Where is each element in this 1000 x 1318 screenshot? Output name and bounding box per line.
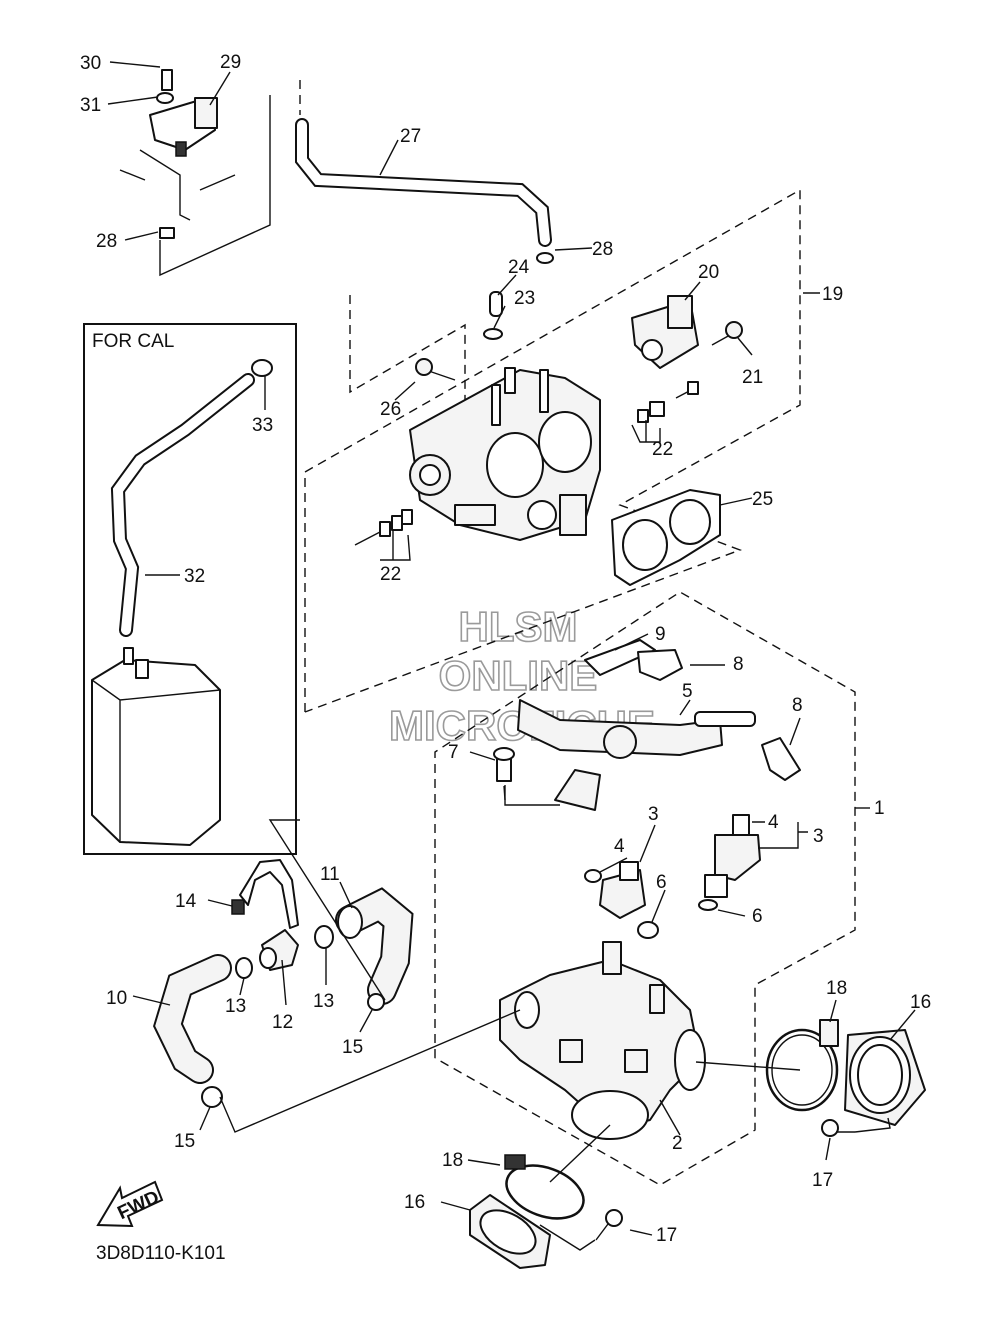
diagram-code: 3D8D110-K101 bbox=[96, 1243, 226, 1264]
callout-2: 2 bbox=[672, 1133, 683, 1154]
callout-24: 24 bbox=[508, 257, 530, 278]
callout-15-right: 15 bbox=[342, 1037, 363, 1058]
callout-4-left: 4 bbox=[614, 836, 625, 857]
callout-31: 31 bbox=[80, 95, 101, 116]
clip-13-left bbox=[235, 957, 253, 979]
callout-8-right: 8 bbox=[792, 695, 803, 716]
sensor-bracket-boundary bbox=[159, 95, 271, 277]
fitting-12 bbox=[259, 929, 299, 971]
screws-22-left bbox=[354, 509, 413, 546]
throttle-body bbox=[409, 367, 601, 541]
callout-21: 21 bbox=[742, 367, 763, 388]
callout-18-bottom: 18 bbox=[442, 1150, 463, 1171]
callout-7: 7 bbox=[448, 742, 459, 763]
hose-32 bbox=[110, 373, 255, 637]
fuel-rail-5 bbox=[517, 699, 756, 811]
hose-11 bbox=[335, 887, 414, 1005]
callout-11: 11 bbox=[320, 864, 340, 885]
callout-19: 19 bbox=[822, 284, 843, 305]
screw-17-bottom bbox=[595, 1209, 623, 1241]
inset-title: FOR CAL bbox=[92, 331, 174, 352]
screws-22-right bbox=[637, 381, 699, 423]
callout-8-top: 8 bbox=[733, 654, 744, 675]
callout-13-right: 13 bbox=[313, 991, 334, 1012]
clip-8-top bbox=[637, 649, 683, 681]
seal-6-left bbox=[637, 921, 659, 939]
callout-22-left: 22 bbox=[380, 564, 401, 585]
for-cal-inset-box bbox=[83, 323, 297, 855]
callout-20: 20 bbox=[698, 262, 719, 283]
watermark-line1: HLSM bbox=[459, 603, 578, 650]
callout-1: 1 bbox=[874, 798, 885, 819]
clip-13-right bbox=[314, 925, 334, 949]
clamp-18-bottom bbox=[504, 1154, 585, 1220]
watermark-line2: ONLINE bbox=[439, 652, 598, 699]
callout-14: 14 bbox=[175, 891, 197, 912]
clip-28 bbox=[536, 252, 554, 264]
gasket-25 bbox=[611, 489, 721, 586]
clamp-18-right bbox=[765, 1019, 839, 1112]
callout-4-right: 4 bbox=[768, 812, 779, 833]
callout-16-bottom: 16 bbox=[404, 1192, 425, 1213]
hose-10 bbox=[153, 954, 232, 1084]
callout-28: 28 bbox=[592, 239, 613, 260]
callout-3-left: 3 bbox=[648, 804, 659, 825]
clip-33 bbox=[251, 359, 273, 377]
callout-18-right: 18 bbox=[826, 978, 847, 999]
callout-3-right: 3 bbox=[813, 826, 824, 847]
bracket-14 bbox=[231, 859, 299, 929]
group-boundary-19-step bbox=[349, 295, 466, 410]
group-boundary-19 bbox=[304, 188, 801, 713]
joint-16-bottom bbox=[469, 1194, 551, 1269]
callout-5: 5 bbox=[682, 681, 693, 702]
callout-9: 9 bbox=[655, 624, 666, 645]
callout-6-right: 6 bbox=[752, 906, 763, 927]
screw-26 bbox=[415, 358, 456, 381]
callout-22-right: 22 bbox=[652, 439, 673, 460]
callout-25: 25 bbox=[752, 489, 773, 510]
callout-32: 32 bbox=[184, 566, 205, 587]
o-ring-4 bbox=[584, 869, 602, 883]
pressure-sensor-29 bbox=[119, 69, 236, 221]
injector-3-left bbox=[599, 861, 646, 919]
callout-30: 30 bbox=[80, 53, 101, 74]
group-boundary-1 bbox=[434, 591, 856, 1186]
callout-12: 12 bbox=[272, 1012, 293, 1033]
injector-3-right bbox=[704, 814, 761, 898]
callout-27: 27 bbox=[400, 126, 421, 147]
intake-manifold-2 bbox=[499, 941, 706, 1140]
callout-16-right: 16 bbox=[910, 992, 931, 1013]
callout-23: 23 bbox=[514, 288, 535, 309]
callout-28-top: 28 bbox=[96, 231, 117, 252]
fwd-arrow-icon: FWD bbox=[96, 1180, 164, 1228]
callout-26: 26 bbox=[380, 399, 401, 420]
screw-7 bbox=[493, 747, 515, 782]
callout-17-right: 17 bbox=[812, 1170, 833, 1191]
callout-6-left: 6 bbox=[656, 872, 667, 893]
callout-29: 29 bbox=[220, 52, 241, 73]
callout-33: 33 bbox=[252, 415, 273, 436]
screw-17-right bbox=[821, 1119, 855, 1137]
callout-10: 10 bbox=[106, 988, 127, 1009]
hose-24 bbox=[489, 291, 503, 317]
clip-8-right bbox=[761, 737, 801, 781]
screw-21 bbox=[711, 321, 743, 346]
canister bbox=[91, 647, 221, 846]
clip-15-left bbox=[201, 1086, 223, 1108]
joint-16-right bbox=[844, 1029, 926, 1126]
seal-6-right bbox=[698, 899, 718, 911]
clip-15-right bbox=[367, 993, 385, 1011]
callouts: 30 29 31 28 27 28 24 23 20 19 21 26 22 2… bbox=[80, 52, 931, 1246]
clip-28-top bbox=[159, 227, 175, 239]
clip-23 bbox=[483, 328, 503, 340]
callout-17-bottom: 17 bbox=[656, 1225, 677, 1246]
callout-13-left: 13 bbox=[225, 996, 246, 1017]
leader-lines bbox=[107, 61, 916, 1251]
throttle-position-sensor-20 bbox=[631, 295, 699, 369]
callout-15-left: 15 bbox=[174, 1131, 195, 1152]
